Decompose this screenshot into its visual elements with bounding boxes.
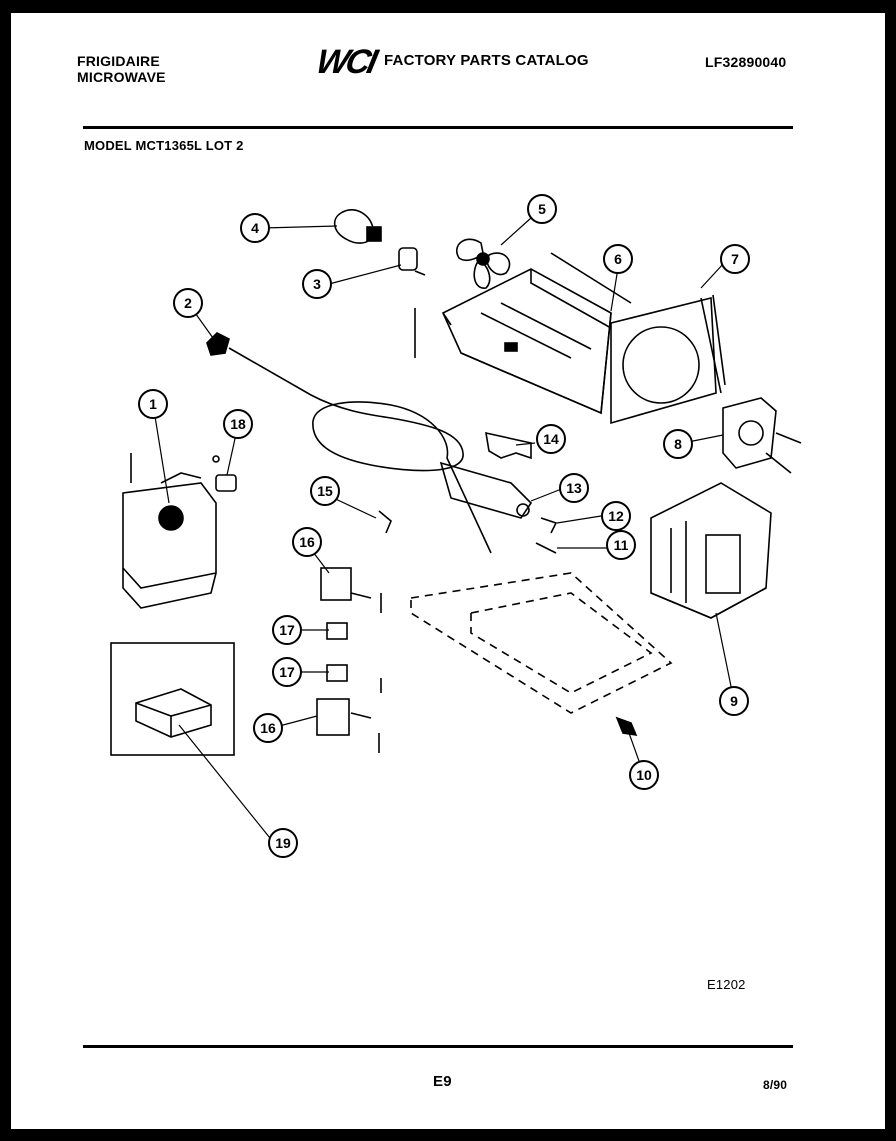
callout-number: 17 (279, 622, 295, 638)
callout-9: 9 (719, 686, 749, 716)
callout-number: 9 (730, 693, 738, 709)
control-panel-part (110, 642, 235, 756)
callout-7: 7 (720, 244, 750, 274)
callout-number: 10 (636, 767, 652, 783)
clip-part (615, 716, 638, 737)
blower-orifice-part (610, 294, 726, 425)
callout-number: 6 (614, 251, 622, 267)
capacitor-bracket-part (485, 431, 532, 460)
callout-number: 14 (543, 431, 559, 447)
callout-10: 10 (629, 760, 659, 790)
callout-number: 11 (614, 537, 629, 553)
power-cord-part (206, 332, 492, 554)
diagram-reference: E1202 (707, 977, 746, 992)
revision-date: 8/90 (763, 1078, 788, 1092)
callout-number: 2 (184, 295, 192, 311)
callout-number: 1 (149, 396, 157, 412)
fan-motor-part (722, 397, 802, 474)
product-type: MICROWAVE (77, 69, 166, 85)
callout-number: 12 (608, 508, 624, 524)
callout-number: 17 (279, 664, 295, 680)
callout-3: 3 (302, 269, 332, 299)
callout-number: 8 (674, 436, 682, 452)
catalog-title: FACTORY PARTS CATALOG (384, 52, 589, 69)
callout-12: 12 (601, 501, 631, 531)
footer-rule (83, 1045, 793, 1048)
callout-15: 15 (310, 476, 340, 506)
callout-number: 13 (566, 480, 582, 496)
small-parts (378, 510, 558, 554)
base-plate-part (410, 572, 673, 714)
callout-number: 19 (275, 835, 291, 851)
callout-number: 5 (538, 201, 546, 217)
callout-5: 5 (527, 194, 557, 224)
brand-block: FRIGIDAIRE MICROWAVE (77, 53, 166, 85)
callout-number: 7 (731, 251, 739, 267)
callout-14: 14 (536, 424, 566, 454)
callout-number: 18 (230, 416, 246, 432)
callout-number: 15 (317, 483, 333, 499)
lamp-socket-part (398, 247, 426, 276)
capacitor-part (439, 461, 533, 519)
magnetron-part (122, 453, 217, 609)
callout-number: 3 (313, 276, 321, 292)
callout-number: 4 (251, 220, 259, 236)
catalog-id: LF32890040 (705, 54, 787, 70)
fan-blade-part (456, 238, 511, 289)
page-number: E9 (433, 1073, 452, 1090)
callout-number: 16 (299, 534, 315, 550)
callout-number: 16 (260, 720, 276, 736)
callout-6: 6 (603, 244, 633, 274)
chassis-frame-part (414, 252, 632, 415)
callout-1: 1 (138, 389, 168, 419)
callout-16: 16 (253, 713, 283, 743)
callout-13: 13 (559, 473, 589, 503)
callout-17: 17 (272, 615, 302, 645)
leader-lines (152, 217, 735, 844)
header-rule (83, 126, 793, 129)
callout-18: 18 (223, 409, 253, 439)
callout-2: 2 (173, 288, 203, 318)
lamp-bulb-part (333, 209, 382, 244)
model-label: MODEL MCT1365L LOT 2 (84, 138, 244, 153)
callout-19: 19 (268, 828, 298, 858)
transformer-part (650, 482, 772, 619)
callout-11: 11 (606, 530, 636, 560)
catalog-page: FRIGIDAIRE MICROWAVE WCI FACTORY PARTS C… (11, 13, 885, 1129)
callout-4: 4 (240, 213, 270, 243)
thermal-cutout-part (212, 455, 237, 492)
brand-name: FRIGIDAIRE (77, 53, 160, 69)
door-switch-parts (316, 567, 382, 753)
callout-8: 8 (663, 429, 693, 459)
callout-17: 17 (272, 657, 302, 687)
callout-16: 16 (292, 527, 322, 557)
